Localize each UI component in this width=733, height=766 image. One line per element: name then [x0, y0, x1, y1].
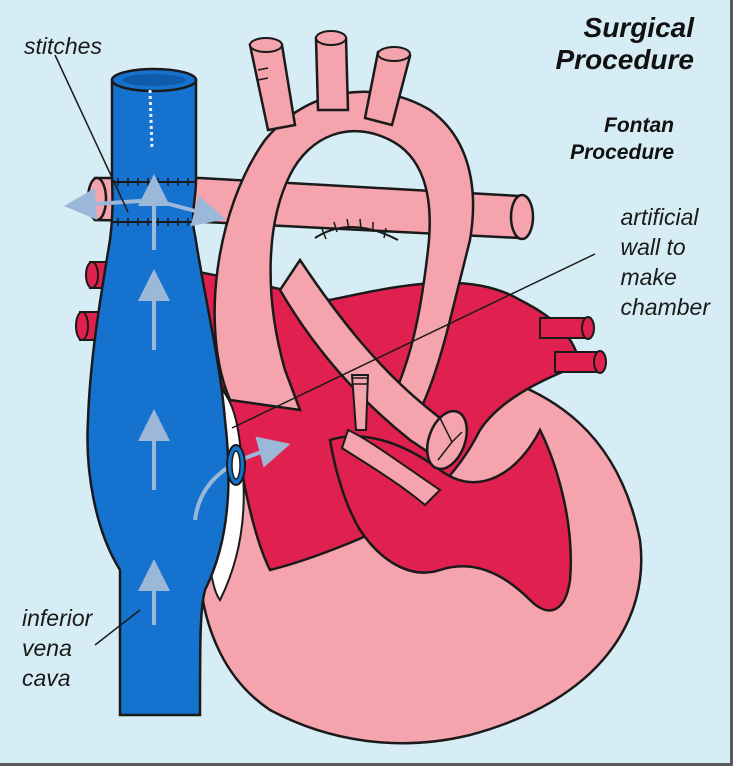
- label-artificial-wall: artificial wall to make chamber: [621, 202, 710, 322]
- right-vessel-upper: [540, 318, 588, 338]
- title-line-1: Surgical: [556, 12, 695, 44]
- label-ivc-line-1: inferior: [22, 603, 92, 633]
- title-line-2: Procedure: [556, 44, 695, 76]
- arch-branch-2: [316, 38, 348, 110]
- label-artificial-wall-line-2: wall to: [621, 232, 710, 262]
- label-artificial-wall-line-1: artificial: [621, 202, 710, 232]
- page-subtitle: Fontan Procedure: [570, 112, 674, 166]
- label-artificial-wall-line-3: make: [621, 262, 710, 292]
- arch-branch-1: [250, 45, 295, 130]
- page-title: Surgical Procedure: [556, 12, 695, 76]
- label-ivc-line-2: vena: [22, 633, 92, 663]
- label-ivc-line-3: cava: [22, 663, 92, 693]
- label-inferior-vena-cava: inferior vena cava: [22, 603, 92, 693]
- label-stitches: stitches: [24, 31, 102, 61]
- label-artificial-wall-line-4: chamber: [621, 292, 710, 322]
- subtitle-line-2: Procedure: [570, 139, 674, 166]
- subtitle-line-1: Fontan: [570, 112, 674, 139]
